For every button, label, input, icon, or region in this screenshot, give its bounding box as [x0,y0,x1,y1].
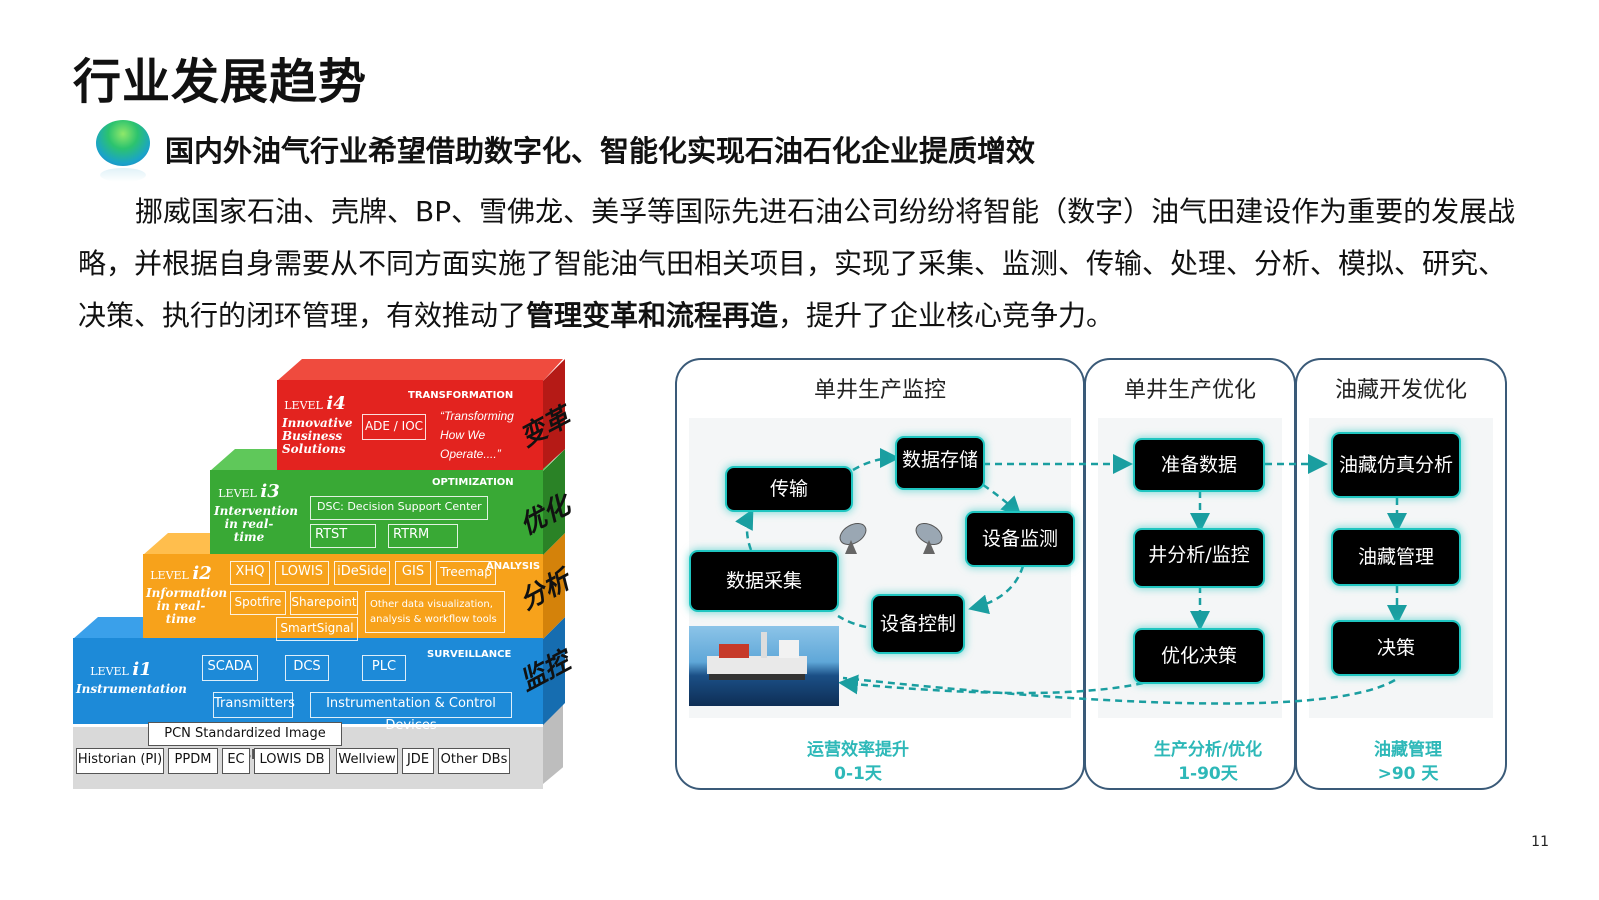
page-title: 行业发展趋势 [73,42,367,112]
tier2-level-num: i2 [192,563,211,584]
footer-duration: 0-1天 [733,762,983,786]
subtitle: 国内外油气行业希望借助数字化、智能化实现石油石化企业提质增效 [165,128,1035,170]
tier1-box-dcs: DCS [285,655,329,681]
tier4-name: Innovative Business Solutions [282,417,342,456]
node-well-analysis: 井分析/监控 [1135,530,1263,586]
tier2-box-ideside: iDeSide [334,561,390,585]
tier1-header: SURVEILLANCE [427,649,511,660]
pyramid-figure: LEVEL i4 Innovative Business Solutions T… [70,355,570,795]
paragraph-emphasis: 管理变革和流程再造 [526,299,778,332]
tier1-level-word: LEVEL [90,665,129,678]
tier3-box-dsc: DSC: Decision Support Center [310,496,488,520]
node-device-control: 设备控制 [873,596,963,652]
footer-duration: 1-90天 [1113,762,1303,786]
tier4-level-num: i4 [326,393,345,414]
tier4-quote: “Transforming How We Operate....” [440,407,520,464]
base-box-jde: JDE [402,748,434,774]
base-box-historian: Historian (PI) [76,748,164,774]
tier1-level-label: LEVEL i1 [76,663,166,678]
flow-diagram: 单井生产监控 单井生产优化 油藏开发优化 [673,358,1509,794]
node-decision: 决策 [1333,622,1459,674]
tier4-header: TRANSFORMATION [408,390,513,401]
paragraph-text-end: ，提升了企业核心竞争力。 [778,299,1114,332]
tier2-box-other: Other data visualization, analysis & wor… [365,591,505,633]
tier3-box-rtrm: RTRM [388,524,458,548]
oil-platform-image [689,626,839,706]
tier4-level-word: LEVEL [284,399,323,412]
node-reservoir-mgmt: 油藏管理 [1333,530,1459,584]
tier4-box-ade: ADE / IOC [362,414,426,440]
footer-label: 油藏管理 [1313,738,1503,762]
tier1-box-plc: PLC [362,655,406,681]
tier2-box-xhq: XHQ [230,561,270,585]
node-data-collect: 数据采集 [691,552,837,610]
tier2-box-spotfire: Spotfire [230,591,286,615]
node-optimize-decision: 优化决策 [1135,630,1263,682]
base-box-lowisdb: LOWIS DB [254,748,330,774]
node-transmit: 传输 [727,468,851,510]
node-device-monitor: 设备监测 [967,513,1073,565]
page-number: 11 [1531,834,1549,850]
tier3-header: OPTIMIZATION [432,477,514,488]
base-box-otherdbs: Other DBs [438,748,510,774]
bullet-reflection [100,168,146,182]
tier2-name: Information in real-time [146,587,216,626]
tier2-level-word: LEVEL [150,569,189,582]
footer-label: 运营效率提升 [733,738,983,762]
satellite-dish-icon [909,518,949,558]
base-box-ppdm: PPDM [168,748,218,774]
tier1-box-instrumentation: Instrumentation & Control Devices [310,692,512,718]
node-prepare-data: 准备数据 [1135,440,1263,490]
tier2-level-label: LEVEL i2 [146,567,216,582]
tier1-level-num: i1 [132,659,151,680]
base-box-ec: EC [222,748,250,774]
footer-label: 生产分析/优化 [1113,738,1303,762]
base-psi: PCN Standardized Image (PSI) [148,722,342,746]
tier1-name: Instrumentation [76,683,172,696]
tier2-box-smartsignal: SmartSignal [276,617,358,641]
tier3-box-rtst: RTST [310,524,376,548]
panel-footer: 油藏管理>90 天 [1313,738,1503,786]
satellite-dish-icon [835,518,875,558]
tier3-level-word: LEVEL [218,487,257,500]
tier3-level-label: LEVEL i3 [214,485,284,500]
tier1-box-scada: SCADA [202,655,258,681]
tier1-box-transmitters: Transmitters [213,692,293,718]
body-paragraph: 挪威国家石油、壳牌、BP、雪佛龙、美孚等国际先进石油公司纷纷将智能（数字）油气田… [78,186,1518,342]
tier2-box-lowis: LOWIS [275,561,329,585]
tier2-box-gis: GIS [395,561,431,585]
bullet-orb-icon [96,120,150,166]
tier2-box-sharepoint: Sharepoint [290,591,358,615]
tier4-level-label: LEVEL i4 [280,397,350,412]
base-box-wellview: Wellview [336,748,398,774]
tier3-name: Intervention in real-time [214,505,284,544]
footer-duration: >90 天 [1313,762,1503,786]
node-reservoir-sim: 油藏仿真分析 [1333,434,1459,496]
tier4-top [277,359,563,381]
node-data-storage: 数据存储 [897,438,983,488]
tier3-level-num: i3 [260,481,279,502]
tier2-box-treemap: Treemap [436,561,496,585]
